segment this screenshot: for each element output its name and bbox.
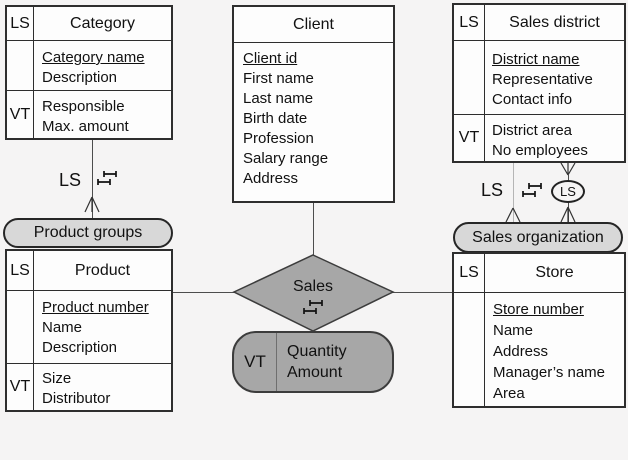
entity-product: LS Product Product number Name Descripti… [5,249,173,412]
client-attr: Birth date [243,110,308,127]
cardinality-bars-icon [97,171,117,185]
sales-vt-attr: Quantity [287,343,347,360]
category-link-ls-label: LS [58,170,82,190]
sales-store-connector [392,292,452,293]
store-attr: Manager’s name [493,364,606,381]
client-attr: First name [243,70,314,87]
client-attr: Address [243,170,299,187]
category-attr: Category name [42,49,145,66]
crows-foot-icon [560,162,576,176]
entity-category: LS Category Category name Description VT… [5,5,173,140]
store-attr: Store number [493,301,584,318]
product-attr: Description [42,339,118,356]
category-vt-attr: Responsible [42,98,125,115]
client-title: Client [293,15,334,33]
district-ls-tag: LS [454,5,485,40]
category-vt-attr: Max. amount [42,118,129,135]
sales-vt-tag: VT [234,333,277,391]
sales-vt-attributes-pill: VT Quantity Amount [232,331,394,393]
relationship-set-product-groups: Product groups [3,218,173,248]
product-vt-attr: Distributor [42,390,111,407]
product-vt-tag: VT [7,364,34,410]
product-title: Product [74,261,131,279]
store-attr: Name [493,322,534,339]
fork-icon [505,207,521,223]
client-attr: Last name [243,90,314,107]
relationship-set-sales-organization: Sales organization [453,222,623,253]
district-org-left-connector [513,163,514,222]
district-attr: Contact info [492,91,573,108]
client-sales-connector [313,203,314,256]
entity-sales-district: LS Sales district District name Represen… [452,3,626,163]
store-attr: Area [493,385,525,402]
category-vt-tag: VT [7,91,34,138]
fork-icon [84,196,100,213]
product-attr: Product number [42,299,149,316]
product-sales-connector [173,292,235,293]
district-attr: Representative [492,71,593,88]
client-attr: Client id [243,50,298,67]
client-attr: Salary range [243,150,329,167]
product-ls-tag: LS [7,251,34,290]
category-title: Category [70,14,135,32]
sales-relationship-label: Sales [292,278,334,295]
store-title: Store [535,264,574,281]
product-vt-attr: Size [42,370,72,387]
district-vt-tag: VT [454,115,485,161]
fork-icon [560,206,576,223]
cardinality-bars-icon [522,183,542,197]
district-attr: District name [492,51,580,68]
entity-store: LS Store Store number Name Address Manag… [452,252,626,408]
district-link-left-ls-label: LS [480,180,504,200]
product-attr: Name [42,319,83,336]
sales-vt-attr: Amount [287,364,343,381]
store-ls-tag: LS [454,254,485,292]
district-title: Sales district [509,13,600,31]
district-link-ellipse: LS [551,180,585,203]
category-attr: Description [42,69,118,86]
entity-client: Client Client id First name Last name Bi… [232,5,395,203]
cardinality-bars-icon [303,300,323,314]
client-attr: Profession [243,130,314,147]
store-attr: Address [493,343,549,360]
category-productgroups-connector [92,140,93,218]
district-vt-attr: No employees [492,142,588,159]
category-ls-tag: LS [7,7,34,40]
district-vt-attr: District area [492,122,573,139]
